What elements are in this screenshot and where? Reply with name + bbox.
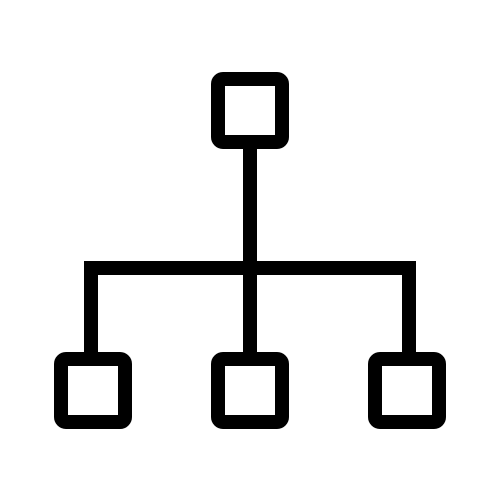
root-node-box [211,72,289,149]
middle-child-node-box [211,352,289,429]
right-child-node-box [368,352,446,429]
left-child-node-box [54,352,132,429]
